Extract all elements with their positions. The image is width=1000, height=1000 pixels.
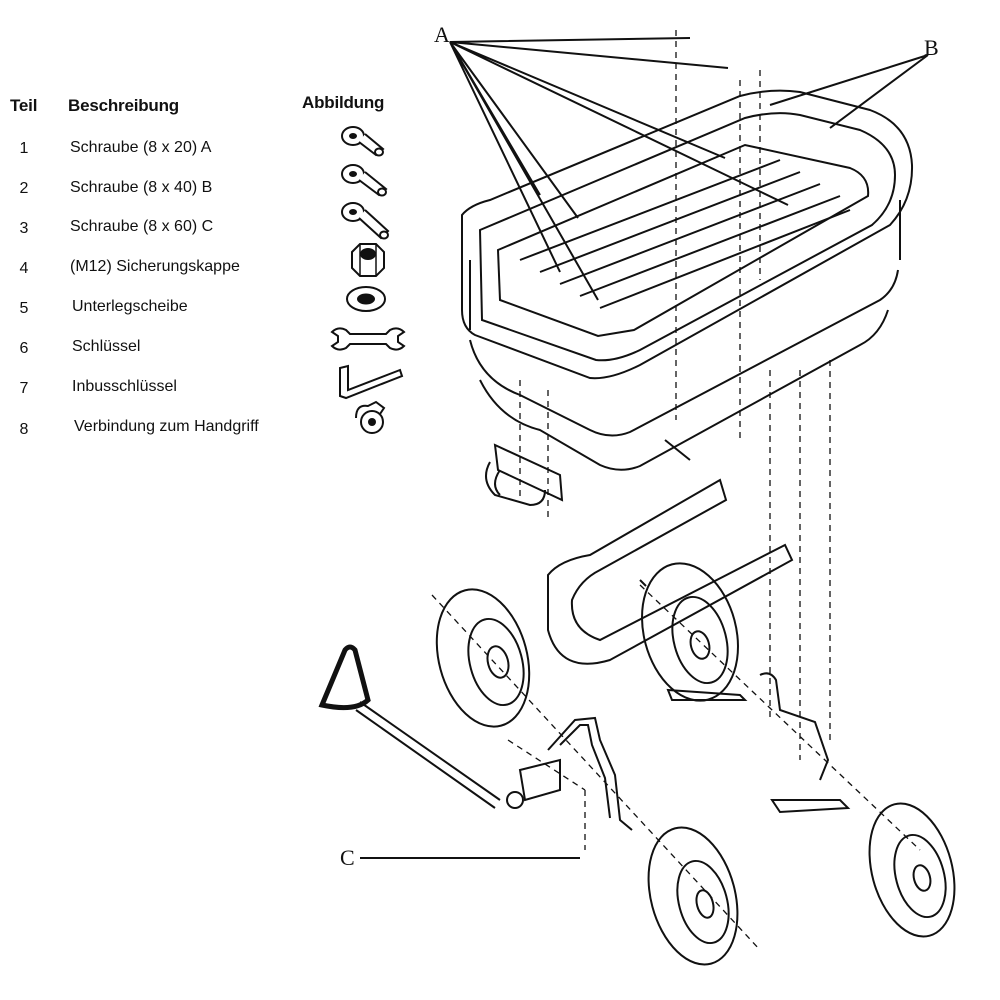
assembly-guides: [431, 30, 921, 951]
lock-cap-icon: [351, 243, 385, 277]
cart-bed: [461, 89, 914, 471]
header-part: Teil: [10, 96, 38, 115]
callout-label-b: B: [924, 35, 939, 60]
part-description: Schraube (8 x 20) A: [70, 139, 212, 156]
callout-label-a: A: [434, 22, 450, 47]
header-figure: Abbildung: [302, 93, 385, 112]
part-number: 8: [19, 421, 29, 438]
callout-label-c: C: [340, 845, 355, 870]
pull-handle: [318, 644, 524, 809]
part-description: Inbusschlüssel: [72, 378, 177, 395]
rear-left-wheel: [435, 588, 531, 728]
front-axle-arms: [666, 672, 851, 814]
bolt-short-icon: [341, 126, 385, 157]
part-number: 1: [19, 140, 29, 157]
handle-connector-icon: [355, 400, 386, 434]
front-left-wheel: [647, 826, 739, 966]
wrench-icon: [330, 327, 406, 351]
part-description: (M12) Sicherungskappe: [70, 258, 240, 275]
allen-key-icon: [339, 364, 404, 400]
front-right-wheel: [868, 802, 956, 938]
part-description: Schlüssel: [72, 338, 141, 355]
callout-arrows: [360, 37, 929, 859]
bolt-medium-icon: [341, 164, 388, 197]
part-description: Schraube (8 x 40) B: [70, 179, 213, 196]
part-number: 3: [19, 220, 29, 237]
part-number: 4: [19, 260, 29, 277]
part-number: 6: [19, 340, 29, 357]
header-description: Beschreibung: [68, 96, 179, 115]
part-description: Verbindung zum Handgriff: [74, 418, 259, 435]
part-description: Schraube (8 x 60) C: [70, 218, 214, 235]
rear-bracket: [485, 443, 564, 507]
part-description: Unterlegscheibe: [72, 298, 188, 315]
part-number: 5: [19, 300, 29, 317]
part-number: 7: [19, 380, 29, 397]
washer-icon: [346, 286, 386, 312]
steering-bracket: [518, 716, 633, 831]
part-number: 2: [19, 180, 29, 197]
frame-tube: [547, 439, 794, 665]
bolt-long-icon: [341, 202, 390, 240]
